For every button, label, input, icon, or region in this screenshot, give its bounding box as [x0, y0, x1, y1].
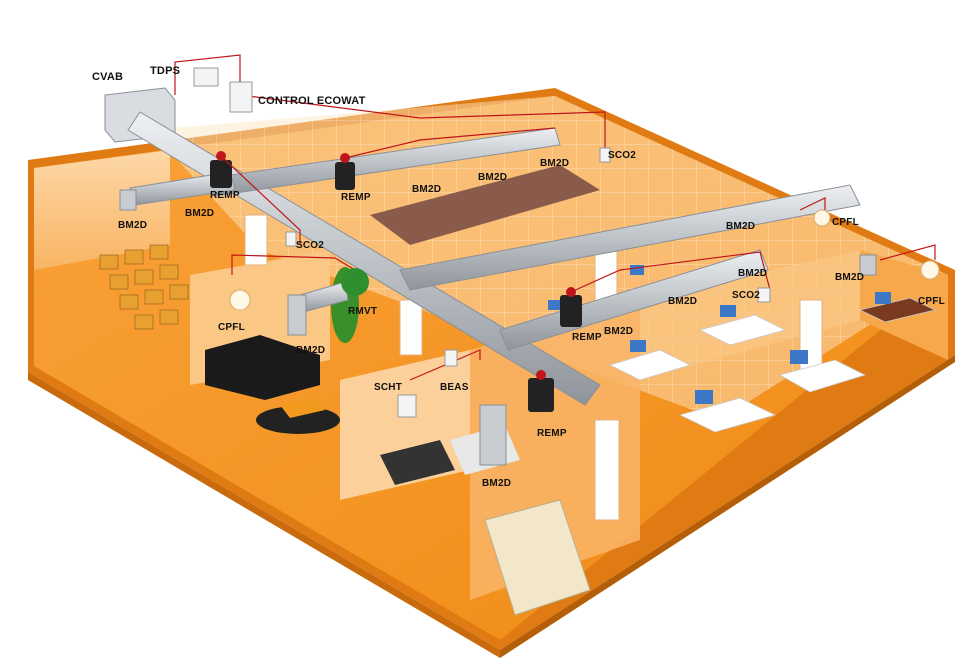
label-bm2d: BM2D — [185, 208, 215, 219]
label-cpfl: CPFL — [218, 322, 245, 333]
label-control-ecowat: CONTROL ECOWAT — [258, 95, 366, 107]
label-bm2d: BM2D — [668, 296, 698, 307]
label-scht: SCHT — [374, 382, 403, 393]
label-rmvt: RMVT — [348, 306, 378, 317]
label-bm2d: BM2D — [482, 478, 512, 489]
label-remp: REMP — [341, 192, 371, 203]
sensors — [193, 67, 940, 418]
label-bm2d: BM2D — [412, 184, 442, 195]
label-bm2d: BM2D — [296, 345, 326, 356]
control-wiring — [174, 54, 936, 381]
label-cpfl: CPFL — [832, 217, 859, 228]
label-tdps: TDPS — [150, 65, 181, 77]
label-sco2: SCO2 — [296, 240, 325, 251]
label-bm2d: BM2D — [540, 158, 570, 169]
label-bm2d: BM2D — [738, 268, 768, 279]
label-remp: REMP — [210, 190, 240, 201]
label-cpfl: CPFL — [918, 296, 945, 307]
label-sco2: SCO2 — [608, 150, 637, 161]
label-beas: BEAS — [440, 382, 469, 393]
label-remp: REMP — [537, 428, 567, 439]
label-bm2d: BM2D — [726, 221, 756, 232]
label-sco2: SCO2 — [732, 290, 761, 301]
label-remp: REMP — [572, 332, 602, 343]
label-bm2d: BM2D — [118, 220, 148, 231]
label-bm2d: BM2D — [478, 172, 508, 183]
label-bm2d: BM2D — [835, 272, 865, 283]
label-cvab: CVAB — [92, 71, 124, 83]
furniture — [99, 165, 937, 616]
label-bm2d: BM2D — [604, 326, 634, 337]
